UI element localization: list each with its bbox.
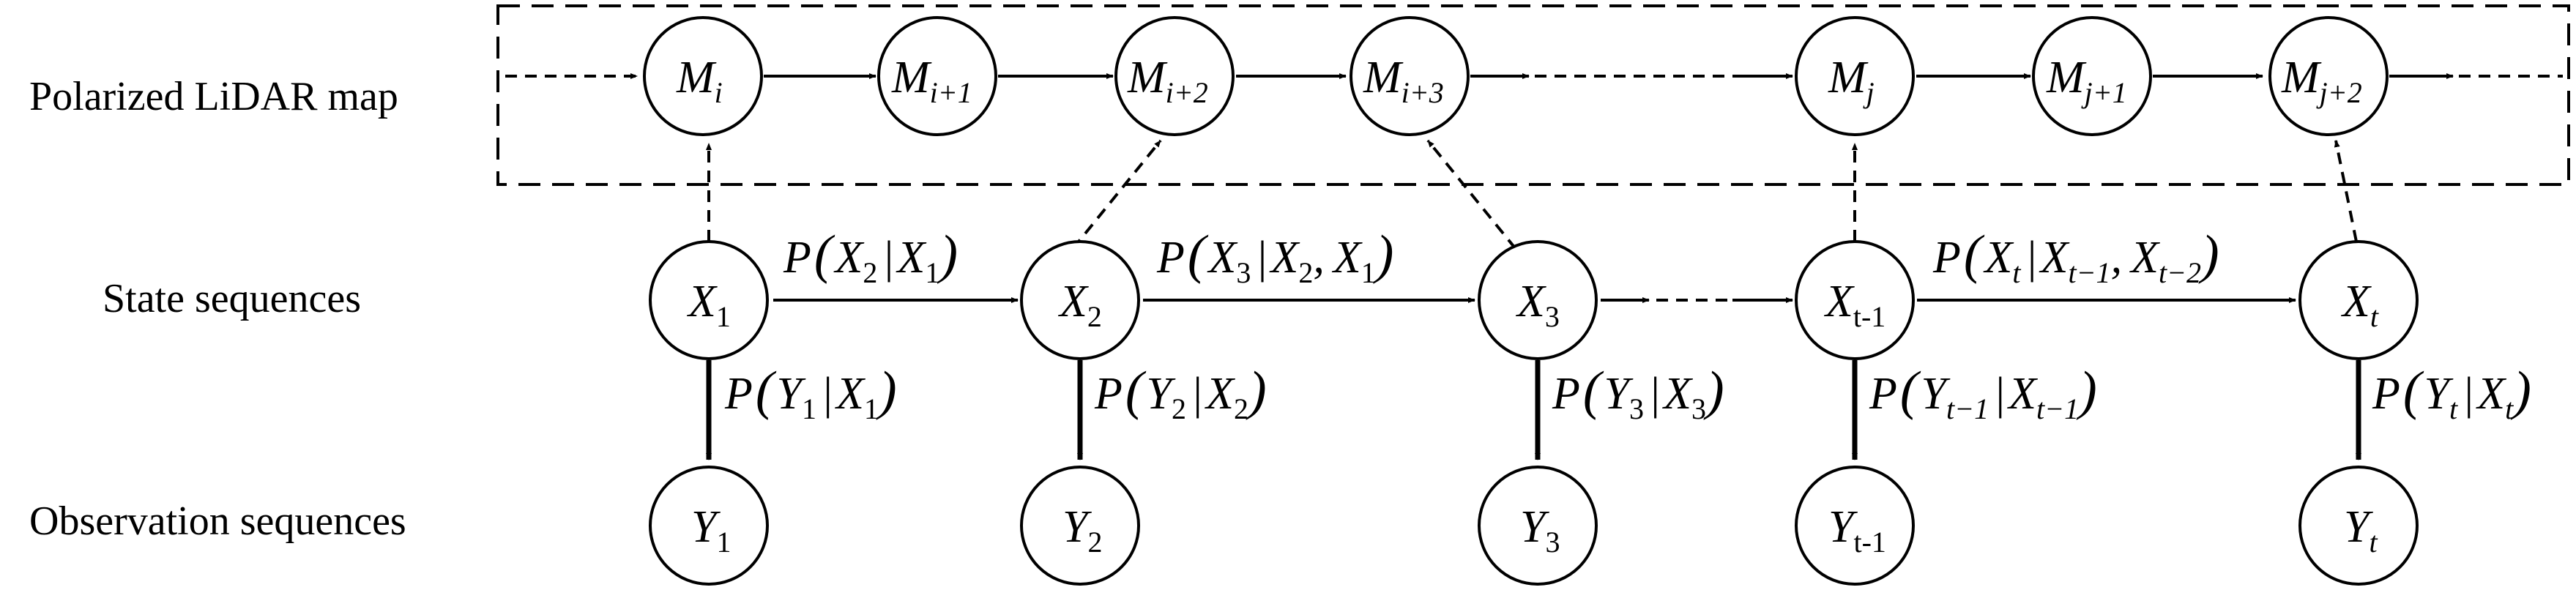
state-node-1: X1 bbox=[649, 240, 769, 360]
svg-text:Yt: Yt bbox=[2344, 502, 2378, 559]
map-node-5: Mj bbox=[1795, 16, 1915, 136]
edge-x2-m3 bbox=[1071, 139, 1162, 250]
map-node-6: Mj+1 bbox=[2032, 16, 2152, 136]
svg-text:X3: X3 bbox=[1515, 277, 1560, 333]
observation-row-label: Observation sequences bbox=[29, 498, 406, 544]
observation-node-5: Yt bbox=[2298, 466, 2419, 586]
state-node-5: Xt bbox=[2298, 240, 2419, 360]
observation-node-3: Y3 bbox=[1478, 466, 1598, 586]
emission-label-5: P(Yt|Xt) bbox=[2372, 361, 2531, 425]
transition-label-x2-x3: P(X3|X2,X1) bbox=[1156, 225, 1393, 289]
map-row-label: Polarized LiDAR map bbox=[29, 74, 398, 119]
state-row-label: State sequences bbox=[103, 276, 361, 321]
map-node-2: Mi+1 bbox=[877, 16, 997, 136]
state-node-3: X3 bbox=[1478, 240, 1598, 360]
emission-label-2: P(Y2|X2) bbox=[1094, 361, 1267, 425]
svg-text:X1: X1 bbox=[686, 277, 731, 333]
map-node-7: Mj+2 bbox=[2268, 16, 2389, 136]
svg-text:Mi: Mi bbox=[676, 53, 723, 109]
svg-text:Mi+2: Mi+2 bbox=[1127, 53, 1208, 109]
observation-node-4: Yt-1 bbox=[1795, 466, 1915, 586]
map-node-3: Mi+2 bbox=[1114, 16, 1235, 136]
svg-text:Xt-1: Xt-1 bbox=[1823, 277, 1886, 333]
map-region-box bbox=[496, 4, 2570, 186]
emission-edges bbox=[706, 360, 2361, 460]
transition-label-x1-x2: P(X2|X1) bbox=[783, 225, 958, 289]
state-to-map-edges bbox=[706, 139, 2358, 250]
transition-label-xt1-xt: P(Xt|Xt−1,Xt−2) bbox=[1932, 225, 2219, 289]
svg-text:Mj: Mj bbox=[1828, 53, 1875, 109]
svg-text:Mj+1: Mj+1 bbox=[2046, 53, 2127, 109]
svg-text:Mi+1: Mi+1 bbox=[891, 53, 972, 109]
edge-x3-m4 bbox=[1426, 139, 1517, 250]
svg-text:Y3: Y3 bbox=[1520, 502, 1560, 559]
svg-text:Yt-1: Yt-1 bbox=[1828, 502, 1886, 559]
svg-text:Mi+3: Mi+3 bbox=[1363, 53, 1444, 109]
edge-xt-m7 bbox=[2334, 140, 2358, 242]
emission-label-4: P(Yt−1|Xt−1) bbox=[1869, 361, 2097, 425]
state-node-2: X2 bbox=[1020, 240, 1140, 360]
svg-text:X2: X2 bbox=[1057, 277, 1102, 333]
map-node-4: Mi+3 bbox=[1350, 16, 1470, 136]
svg-text:Xt: Xt bbox=[2340, 277, 2379, 333]
svg-text:Y2: Y2 bbox=[1062, 502, 1102, 559]
svg-text:Y1: Y1 bbox=[691, 502, 731, 559]
emission-label-1: P(Y1|X1) bbox=[724, 361, 897, 425]
emission-label-3: P(Y3|X3) bbox=[1552, 361, 1724, 425]
observation-node-1: Y1 bbox=[649, 466, 769, 586]
observation-node-2: Y2 bbox=[1020, 466, 1140, 586]
svg-text:Mj+2: Mj+2 bbox=[2281, 53, 2362, 109]
map-node-1: Mi bbox=[643, 16, 763, 136]
state-node-4: Xt-1 bbox=[1795, 240, 1915, 360]
